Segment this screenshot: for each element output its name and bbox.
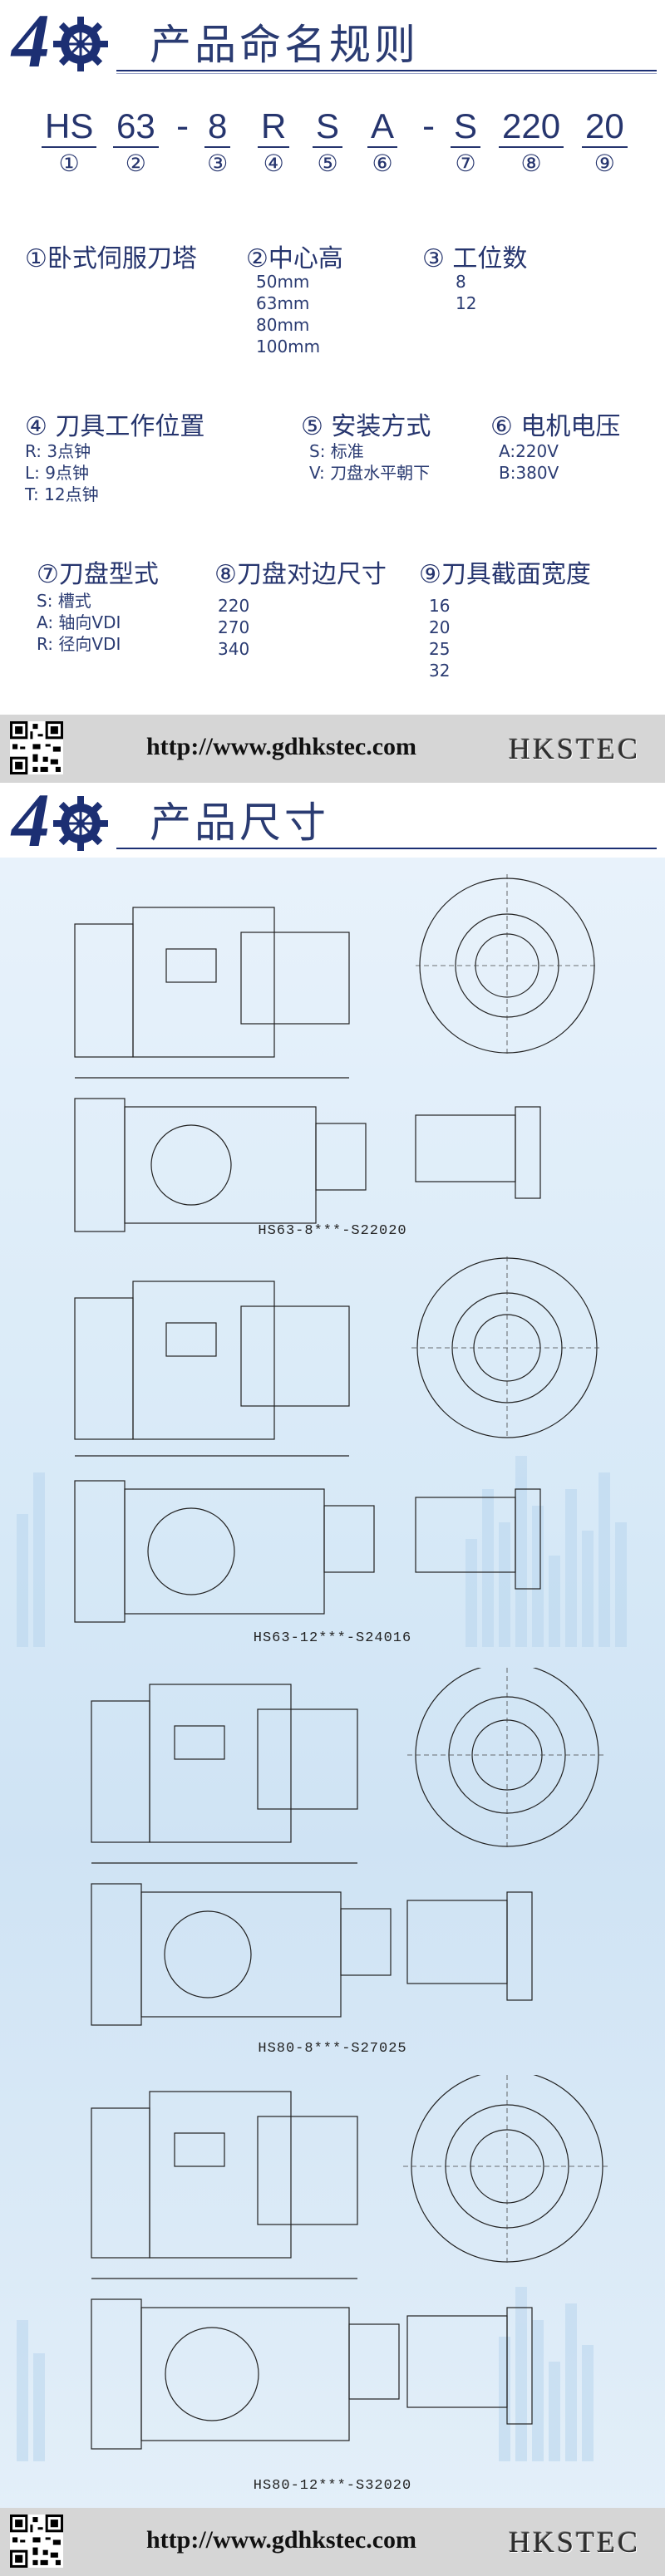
spec-list: 16 20 25 32 xyxy=(429,595,450,681)
drawing-label: HS80-12***-S32020 xyxy=(253,2478,412,2494)
spec-title: ①卧式伺服刀塔 xyxy=(25,244,197,273)
technical-drawing xyxy=(91,1668,607,2026)
spec-item: 20 xyxy=(429,617,451,637)
naming-header: 4 产品命名规则 xyxy=(0,0,665,83)
spec-item: R: 径向VDI xyxy=(37,634,121,654)
website-link[interactable]: http://www.gdhkstec.com xyxy=(146,2526,417,2554)
spec-item: 25 xyxy=(429,639,451,659)
spec-item: L: 9点钟 xyxy=(25,463,89,483)
spec-title: ⑦刀盘型式 xyxy=(37,560,159,589)
spec-list: 220 270 340 xyxy=(218,595,249,660)
qr-code-icon xyxy=(10,2515,63,2568)
header-divider xyxy=(116,70,657,71)
spec-item: V: 刀盘水平朝下 xyxy=(309,463,431,483)
technical-drawing xyxy=(74,1256,603,1623)
spec-item: 63mm xyxy=(256,293,310,313)
spec-title: ⑤ 安装方式 xyxy=(301,412,431,441)
background-pattern xyxy=(17,1456,627,2461)
spec-title: ③ 工位数 xyxy=(422,244,528,273)
spec-item: T: 12点钟 xyxy=(25,484,99,504)
website-link[interactable]: http://www.gdhkstec.com xyxy=(146,733,417,760)
spec-list: A:220V B:380V xyxy=(499,440,559,484)
technical-drawing xyxy=(91,2075,611,2450)
logo-four-icon: 4 xyxy=(12,0,50,83)
spec-item: A:220V xyxy=(499,441,559,461)
gear-icon xyxy=(53,796,108,851)
spec-list: R: 3点钟 L: 9点钟 T: 12点钟 xyxy=(25,440,99,505)
drawing-label: HS80-8***-S27025 xyxy=(258,2041,407,2057)
header-divider-thin xyxy=(116,73,657,74)
spec-title: ④ 刀具工作位置 xyxy=(25,412,205,441)
dimensions-title: 产品尺寸 xyxy=(150,799,329,847)
spec-item: 270 xyxy=(218,617,250,637)
drawing-label: HS63-8***-S22020 xyxy=(258,1223,407,1239)
spec-title: ⑧刀盘对边尺寸 xyxy=(214,560,387,589)
spec-item: B:380V xyxy=(499,463,559,483)
spec-list: S: 槽式 A: 轴向VDI R: 径向VDI xyxy=(37,590,121,655)
code-separator: - xyxy=(176,106,190,146)
spec-item: 80mm xyxy=(256,315,310,335)
code-separator: - xyxy=(422,106,436,146)
footer-band: http://www.gdhkstec.com HKSTEC xyxy=(0,2508,665,2576)
technical-drawing xyxy=(74,874,598,1232)
brand-logo: HKSTEC xyxy=(508,732,640,765)
spec-item: R: 3点钟 xyxy=(25,441,91,461)
spec-item: S: 槽式 xyxy=(37,591,91,611)
spec-item: 12 xyxy=(456,293,477,313)
spec-item: S: 标准 xyxy=(309,441,364,461)
spec-title: ⑥ 电机电压 xyxy=(490,412,621,441)
spec-list: S: 标准 V: 刀盘水平朝下 xyxy=(309,440,430,484)
spec-item: A: 轴向VDI xyxy=(37,612,121,632)
spec-item: 8 xyxy=(456,272,466,292)
naming-title: 产品命名规则 xyxy=(150,21,419,69)
qr-code-icon xyxy=(10,721,63,774)
spec-list: 50mm 63mm 80mm 100mm xyxy=(256,271,320,357)
spec-title: ②中心高 xyxy=(246,244,343,273)
logo-four-icon: 4 xyxy=(12,778,50,863)
spec-item: 32 xyxy=(429,661,451,681)
spec-item: 100mm xyxy=(256,337,321,356)
spec-title: ⑨刀具截面宽度 xyxy=(419,560,591,589)
brand-logo: HKSTEC xyxy=(508,2525,640,2559)
dimensions-header: 4 产品尺寸 xyxy=(0,778,665,863)
dimension-drawings: HS63-8***-S22020 HS63-12***-S24016 xyxy=(0,858,665,2508)
gear-icon xyxy=(53,17,108,71)
footer-band: http://www.gdhkstec.com HKSTEC xyxy=(0,715,665,783)
header-divider xyxy=(116,848,657,849)
spec-item: 340 xyxy=(218,639,250,659)
drawing-label: HS63-12***-S24016 xyxy=(253,1630,412,1646)
spec-item: 50mm xyxy=(256,272,310,292)
spec-item: 220 xyxy=(218,596,250,616)
spec-list: 8 12 xyxy=(456,271,476,314)
spec-item: 16 xyxy=(429,596,451,616)
